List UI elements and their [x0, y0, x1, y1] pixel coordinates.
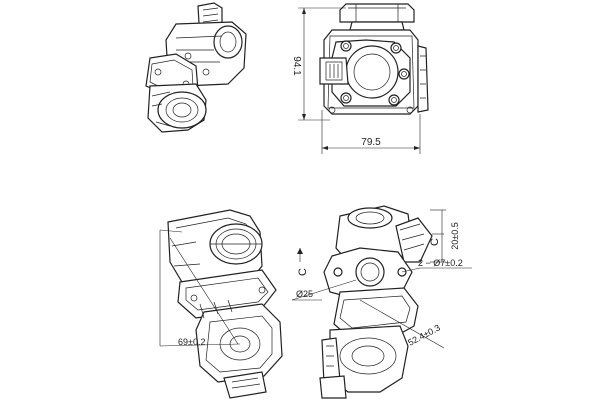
dimension-height: 94.1 — [291, 7, 346, 121]
dimension-holes: 2 − Ø7±0.2 — [401, 258, 472, 273]
dimension-hose: 20±0.5 — [430, 209, 460, 263]
height-label: 94.1 — [291, 56, 302, 76]
dimension-center-distance: 69±0.2 — [159, 229, 241, 347]
flange-view — [319, 205, 433, 399]
side-view — [167, 209, 283, 399]
dimension-bore: Ø25 — [291, 279, 357, 301]
view-c-left-label: C — [297, 268, 309, 276]
isometric-view — [145, 2, 247, 133]
hole-spec-label: 2 − Ø7±0.2 — [418, 258, 463, 268]
dimension-width: 79.5 — [321, 110, 421, 154]
center-distance-label: 69±0.2 — [178, 337, 205, 347]
bore-label: Ø25 — [296, 289, 313, 299]
hose-label: 20±0.5 — [450, 222, 460, 249]
view-arrow-right: C — [429, 233, 444, 246]
view-arrow-left: C — [297, 248, 309, 276]
front-view — [319, 3, 429, 115]
view-c-right-label: C — [429, 238, 441, 246]
width-label: 79.5 — [361, 137, 381, 148]
